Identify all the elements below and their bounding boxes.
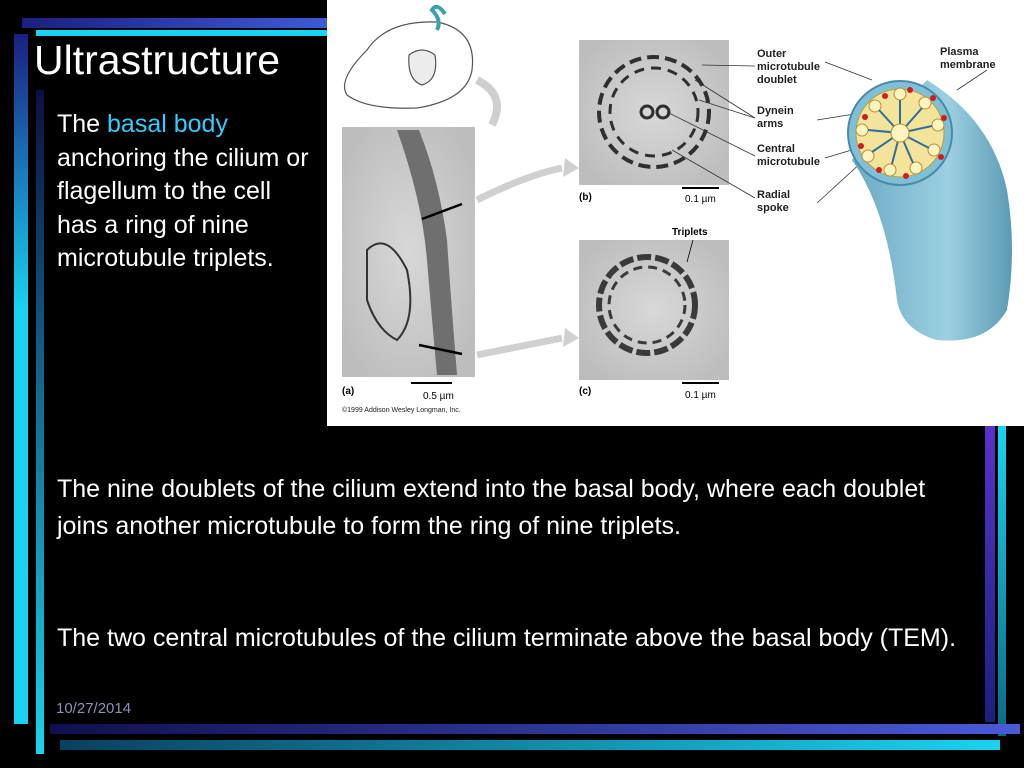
slide-date: 10/27/2014 <box>56 700 132 717</box>
cell-sketch <box>343 4 474 109</box>
section-line-b <box>421 202 463 221</box>
leader-triplets <box>686 239 694 263</box>
arrow-to-c <box>476 334 563 359</box>
scale-label-c: 0.1 µm <box>685 390 716 401</box>
bar-bottom-blue <box>50 724 1020 734</box>
paragraph-doublets: The nine doublets of the cilium extend i… <box>57 475 926 540</box>
label-radial-2: spoke <box>757 202 789 214</box>
label-dynein-2: arms <box>757 118 783 130</box>
doublets <box>855 87 945 177</box>
label-central-1: Central <box>757 143 795 155</box>
section-line-c <box>418 343 463 356</box>
arrow-to-b <box>475 164 563 204</box>
label-plasma-1: Plasma <box>940 46 979 58</box>
bar-right-cyan <box>998 426 1006 736</box>
flagellum-section <box>397 130 457 375</box>
bar-bottom-cyan <box>60 740 1000 750</box>
figure-svg: (a) 0.5 µm ©1999 Addison Wesley Longman,… <box>342 4 1012 414</box>
bar-top-cyan <box>36 30 327 36</box>
cilium-figure: (a) 0.5 µm ©1999 Addison Wesley Longman,… <box>327 0 1024 426</box>
paragraph-central: The two central microtubules of the cili… <box>57 624 957 652</box>
scale-label-b: 0.1 µm <box>685 194 716 205</box>
intro-text: The basal body anchoring the cilium or f… <box>57 108 317 276</box>
label-outer-1: Outer <box>757 48 787 60</box>
label-panel-a: (a) <box>342 386 354 397</box>
intro-suffix: anchoring the cilium or flagellum to the… <box>57 143 309 273</box>
doublet-ring-b <box>597 55 711 169</box>
label-triplets: Triplets <box>672 227 708 238</box>
triplet-ring-c <box>596 254 698 356</box>
slide-title: Ultrastructure <box>34 37 281 83</box>
bar-left-cyan <box>14 34 28 724</box>
label-plasma-2: membrane <box>940 59 996 71</box>
label-central-2: microtubule <box>757 156 820 168</box>
label-panel-c: (c) <box>579 386 591 397</box>
bar-right-purple <box>985 426 995 722</box>
arrowhead-c <box>563 328 579 347</box>
basal-body-term: basal body <box>107 110 228 138</box>
dynein-arms <box>858 87 947 179</box>
arrowhead-b <box>563 158 579 177</box>
tem-panel-c <box>579 240 729 380</box>
central-pair <box>890 123 910 143</box>
label-radial-1: Radial <box>757 189 790 201</box>
label-outer-2: microtubule <box>757 61 820 73</box>
membrane-fold <box>366 242 412 342</box>
label-dynein-1: Dynein <box>757 105 794 117</box>
scale-label-a: 0.5 µm <box>423 391 454 402</box>
bar-top-blue <box>22 18 327 28</box>
bar-left-inner <box>36 90 44 754</box>
label-panel-b: (b) <box>579 192 592 203</box>
arrow-curve <box>475 76 501 127</box>
copyright: ©1999 Addison Wesley Longman, Inc. <box>342 406 461 414</box>
intro-prefix: The <box>57 110 108 138</box>
label-outer-3: doublet <box>757 74 797 86</box>
